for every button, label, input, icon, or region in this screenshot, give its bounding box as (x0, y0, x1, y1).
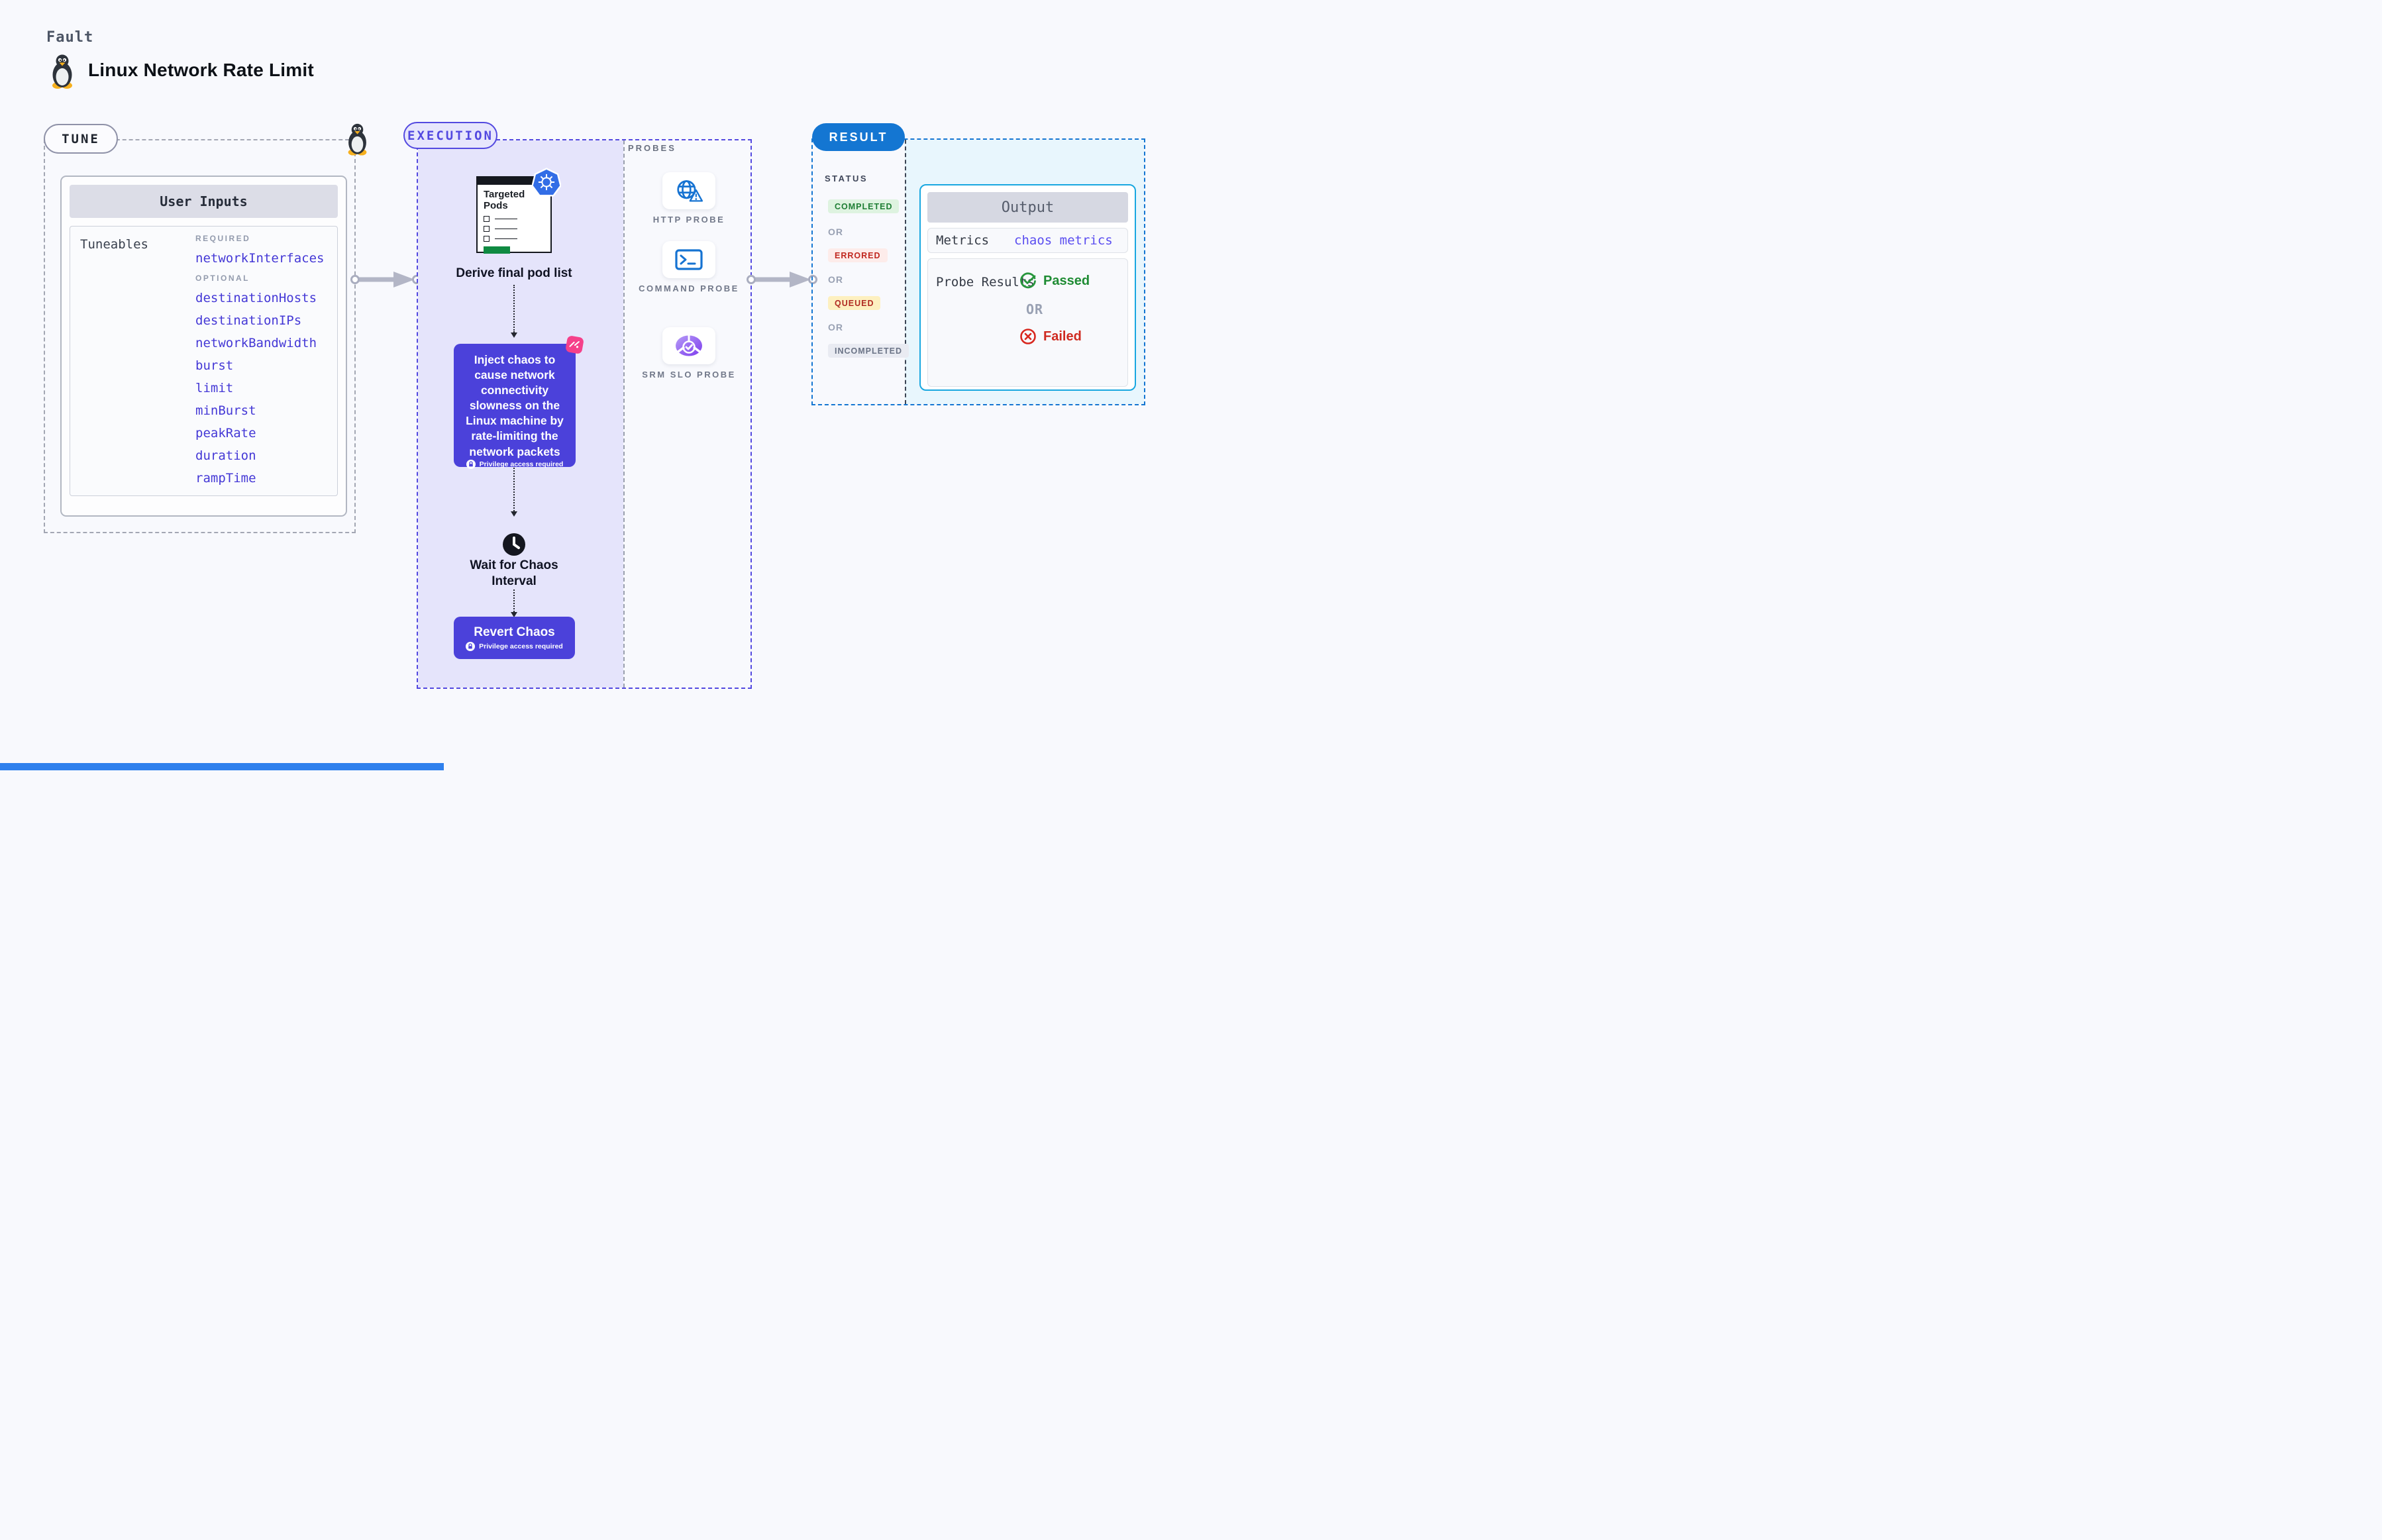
user-inputs-header: User Inputs (70, 185, 338, 218)
flow-connector (513, 285, 515, 333)
execution-to-result-arrow-icon (747, 272, 817, 287)
metrics-value: chaos metrics (1014, 233, 1113, 248)
tuneables-list: REQUIRED networkInterfaces OPTIONAL dest… (195, 234, 324, 486)
probe-results-row: Probe Results Passed OR Failed (927, 258, 1128, 387)
command-probe-label: COMMAND PROBE (639, 283, 739, 293)
tuneable-item: networkBandwidth (195, 336, 317, 350)
result-section-pill: RESULT (812, 123, 905, 151)
probe-results-label: Probe Results (936, 275, 1035, 289)
flow-connector (513, 590, 515, 612)
checkbox-icon (484, 215, 490, 222)
status-output-divider (905, 140, 906, 404)
tuneable-item: peakRate (195, 426, 256, 440)
tune-to-execution-arrow-icon (350, 272, 421, 287)
kubernetes-icon (531, 168, 562, 197)
failed-label: Failed (1043, 329, 1082, 344)
targeted-pods-title: Targeted Pods (484, 189, 525, 212)
http-probe-label: HTTP PROBE (652, 215, 725, 225)
passed-label: Passed (1043, 273, 1090, 288)
checkbox-icon (484, 235, 490, 242)
execution-probes-divider (623, 140, 625, 688)
srm-slo-probe-card (662, 327, 715, 364)
tuneable-item: destinationHosts (195, 291, 317, 305)
tuneables-label: Tuneables (80, 237, 148, 252)
status-badge-errored: ERRORED (828, 248, 888, 262)
lock-icon (466, 459, 476, 469)
flow-arrowhead-icon (511, 612, 517, 617)
tuneables-list-panel (70, 226, 338, 496)
clock-icon (502, 533, 526, 556)
inject-chaos-box: Inject chaos to cause network connectivi… (454, 335, 584, 469)
tuneable-item: minBurst (195, 403, 256, 418)
tune-section-border (44, 139, 356, 533)
status-label: STATUS (825, 174, 868, 183)
linux-penguin-icon (49, 53, 76, 93)
http-probe-card (662, 172, 715, 209)
execution-section-pill: EXECUTION (403, 122, 497, 149)
derive-pod-list-label: Derive final pod list (456, 266, 572, 280)
status-badge-completed: COMPLETED (828, 199, 900, 213)
globe-alert-icon (677, 180, 703, 202)
command-probe-card (662, 241, 715, 278)
targeted-pods-titlebar (478, 178, 550, 185)
metrics-label: Metrics (936, 233, 990, 248)
tuneable-item: networkInterfaces (195, 251, 325, 266)
slo-gauge-icon (675, 334, 703, 356)
fault-kicker: Fault (46, 29, 94, 46)
or-label: OR (828, 322, 843, 333)
horizontal-scrollbar[interactable] (0, 763, 444, 770)
page-title: Linux Network Rate Limit (88, 60, 314, 80)
revert-chaos-box: Revert Chaos Privilege access required (454, 617, 575, 659)
tuneable-item: rampTime (195, 471, 256, 486)
flow-arrowhead-icon (511, 511, 517, 517)
passed-check-icon (1020, 272, 1036, 289)
failed-x-icon (1020, 329, 1036, 344)
targeted-pods-icon: Targeted Pods (476, 168, 562, 254)
chaos-fault-icon (565, 335, 584, 354)
fault-diagram-page: Fault Linux Network Rate Limit TUNE Use (0, 0, 1191, 770)
revert-chaos-label: Revert Chaos (474, 625, 555, 639)
output-card: Output Metrics chaos metrics Probe Resul… (919, 184, 1136, 391)
or-label: OR (828, 274, 843, 285)
metrics-row: Metrics chaos metrics (927, 228, 1128, 253)
privilege-label: Privilege access required (479, 642, 563, 650)
or-label: OR (1026, 301, 1044, 317)
list-line (495, 238, 517, 239)
checkbox-icon (484, 225, 490, 232)
green-bar (484, 246, 510, 254)
privilege-label: Privilege access required (479, 460, 564, 468)
lock-icon (466, 641, 476, 651)
tuneable-item: duration (195, 448, 256, 463)
or-label: OR (828, 227, 843, 237)
tune-section-pill: TUNE (44, 124, 118, 154)
required-label: REQUIRED (195, 234, 251, 243)
tuneable-item: burst (195, 358, 234, 373)
output-header: Output (927, 192, 1128, 223)
inject-chaos-text: Inject chaos to cause network connectivi… (466, 353, 564, 458)
flow-connector (513, 468, 515, 511)
probes-section-label: PROBES (628, 143, 676, 153)
wait-for-chaos-label: Wait for Chaos Interval (470, 558, 558, 588)
srm-slo-probe-label: SRM SLO PROBE (642, 370, 736, 380)
tuneable-item: destinationIPs (195, 313, 302, 328)
flow-arrowhead-icon (511, 333, 517, 338)
linux-penguin-small-icon (345, 123, 370, 160)
tuneable-item: limit (195, 381, 234, 395)
optional-label: OPTIONAL (195, 274, 250, 283)
terminal-icon (675, 249, 703, 270)
status-badge-incompleted: INCOMPLETED (828, 344, 909, 358)
status-badge-queued: QUEUED (828, 296, 881, 310)
